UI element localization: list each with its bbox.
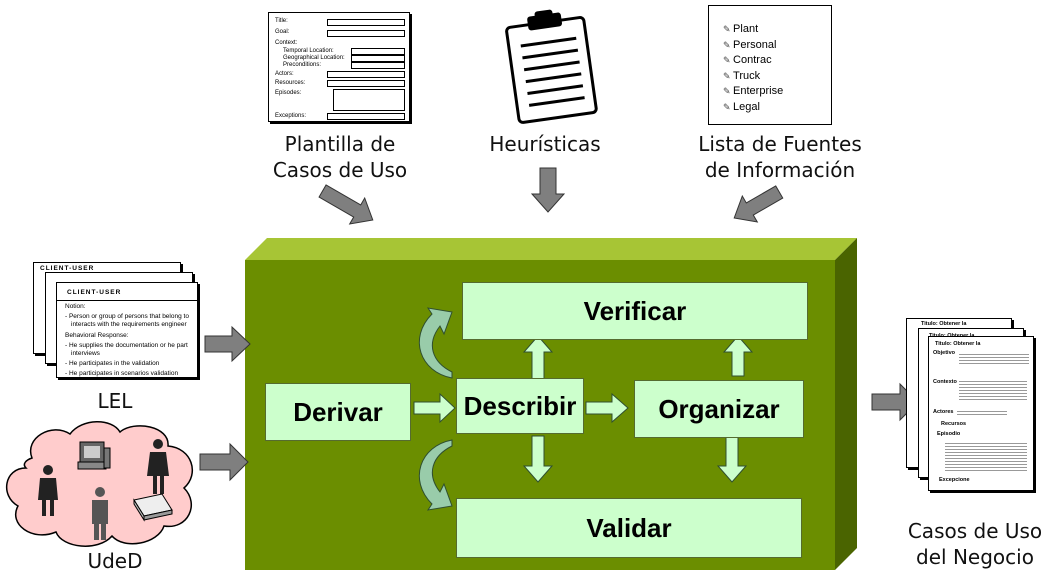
template-field-label: Context: xyxy=(275,40,298,46)
sources-caption: Lista de Fuentes de Información xyxy=(698,132,862,182)
lel-caption: LEL xyxy=(97,389,133,413)
person-icon xyxy=(38,465,58,516)
person-icon xyxy=(147,439,169,494)
describe-box: Describir xyxy=(456,378,584,434)
cloud-universe-icon xyxy=(5,421,194,547)
template-caption: Plantilla de Casos de Uso xyxy=(272,132,408,182)
uc-objective-label: Objetivo xyxy=(933,350,956,356)
input-arrow xyxy=(204,325,251,363)
template-field-box xyxy=(327,19,405,26)
clipboard-icon xyxy=(505,9,598,124)
uc-text-lines xyxy=(945,441,1027,471)
template-field-box xyxy=(327,71,405,78)
lel-behavior-item: - He participates in the validation xyxy=(65,360,160,367)
derive-box: Derivar xyxy=(265,383,411,441)
source-item: Plant xyxy=(723,22,783,38)
template-episodes-box xyxy=(333,89,405,111)
book-icon xyxy=(133,493,173,522)
template-field-box xyxy=(327,30,405,37)
lel-notion-label: Notion: xyxy=(65,303,86,310)
template-field-label: Goal: xyxy=(275,29,290,35)
uc-context-label: Contexto xyxy=(933,379,957,385)
flow-arrow xyxy=(522,435,554,483)
template-field-box xyxy=(351,55,405,62)
lel-behavior-item: interviews xyxy=(71,350,100,357)
template-field-box xyxy=(351,48,405,55)
source-item: Legal xyxy=(723,100,783,116)
verify-box: Verificar xyxy=(462,282,808,340)
source-item: Enterprise xyxy=(723,84,783,100)
lel-back-title: CLIENT-USER xyxy=(40,265,95,272)
lel-notion-text: interacts with the requirements engineer xyxy=(71,321,187,328)
uc-title: Titulo: Obtener la xyxy=(935,341,981,347)
flow-arrow xyxy=(585,392,629,424)
source-item: Personal xyxy=(723,38,783,54)
flow-arrow xyxy=(522,335,554,381)
use-case-doc-front: Titulo: Obtener la Objetivo Contexto Act… xyxy=(928,336,1034,491)
loop-arrow xyxy=(418,439,453,511)
uc-text-lines xyxy=(957,409,1007,417)
uc-actors-label: Actores xyxy=(933,409,954,415)
template-field-label: Actors: xyxy=(275,71,294,77)
uc-back-title: Titulo: Obtener la xyxy=(921,321,967,327)
uc-exceptions-label: Excepcione xyxy=(939,477,970,483)
template-field-label: Preconditions: xyxy=(283,62,322,68)
template-field-label: Title: xyxy=(275,18,288,24)
template-field-label: Episodes: xyxy=(275,90,302,96)
flow-arrow xyxy=(413,392,456,424)
lel-card-front: CLIENT-USER Notion: - Person or group of… xyxy=(56,282,199,378)
template-field-box xyxy=(327,113,405,120)
flow-arrow xyxy=(716,435,748,483)
loop-arrow xyxy=(418,307,453,379)
validate-box: Validar xyxy=(456,498,802,558)
lel-divider xyxy=(57,300,199,301)
source-item: Contrac xyxy=(723,53,783,69)
input-arrow xyxy=(733,185,784,223)
lel-behavior-item: - He participates in scenarios validatio… xyxy=(65,370,179,377)
input-arrow xyxy=(199,442,249,482)
lel-title: CLIENT-USER xyxy=(67,289,122,296)
use-case-template-icon: Title: Goal: Context: Temporal Location:… xyxy=(268,12,410,122)
template-field-label: Exceptions: xyxy=(275,113,307,119)
source-item: Truck xyxy=(723,69,783,85)
uc-resources-label: Recursos xyxy=(941,421,967,427)
computer-icon xyxy=(77,441,111,470)
template-field-label: Temporal Location: xyxy=(283,48,334,54)
lel-behavioral-label: Behavioral Response: xyxy=(65,332,129,339)
input-arrow xyxy=(530,167,566,213)
uc-episodes-label: Episodio xyxy=(937,431,961,437)
template-field-box xyxy=(327,80,405,87)
template-field-box xyxy=(351,62,405,69)
flow-arrow xyxy=(722,335,754,377)
uc-text-lines xyxy=(959,379,1027,401)
template-field-label: Resources: xyxy=(275,80,306,86)
lel-behavior-item: - He supplies the documentation or he pa… xyxy=(65,342,188,349)
input-arrow xyxy=(318,184,374,225)
template-field-label: Geographical Location: xyxy=(283,55,345,61)
person-icon xyxy=(92,487,108,540)
uc-text-lines xyxy=(959,352,1029,366)
output-caption: Casos de Uso del Negocio xyxy=(907,519,1043,569)
heuristics-caption: Heurísticas xyxy=(489,132,601,156)
organize-box: Organizar xyxy=(634,380,804,438)
sources-list: Plant Personal Contrac Truck Enterprise … xyxy=(723,22,783,115)
uded-caption: UdeD xyxy=(87,549,143,573)
lel-notion-text: - Person or group of persons that belong… xyxy=(65,313,189,320)
